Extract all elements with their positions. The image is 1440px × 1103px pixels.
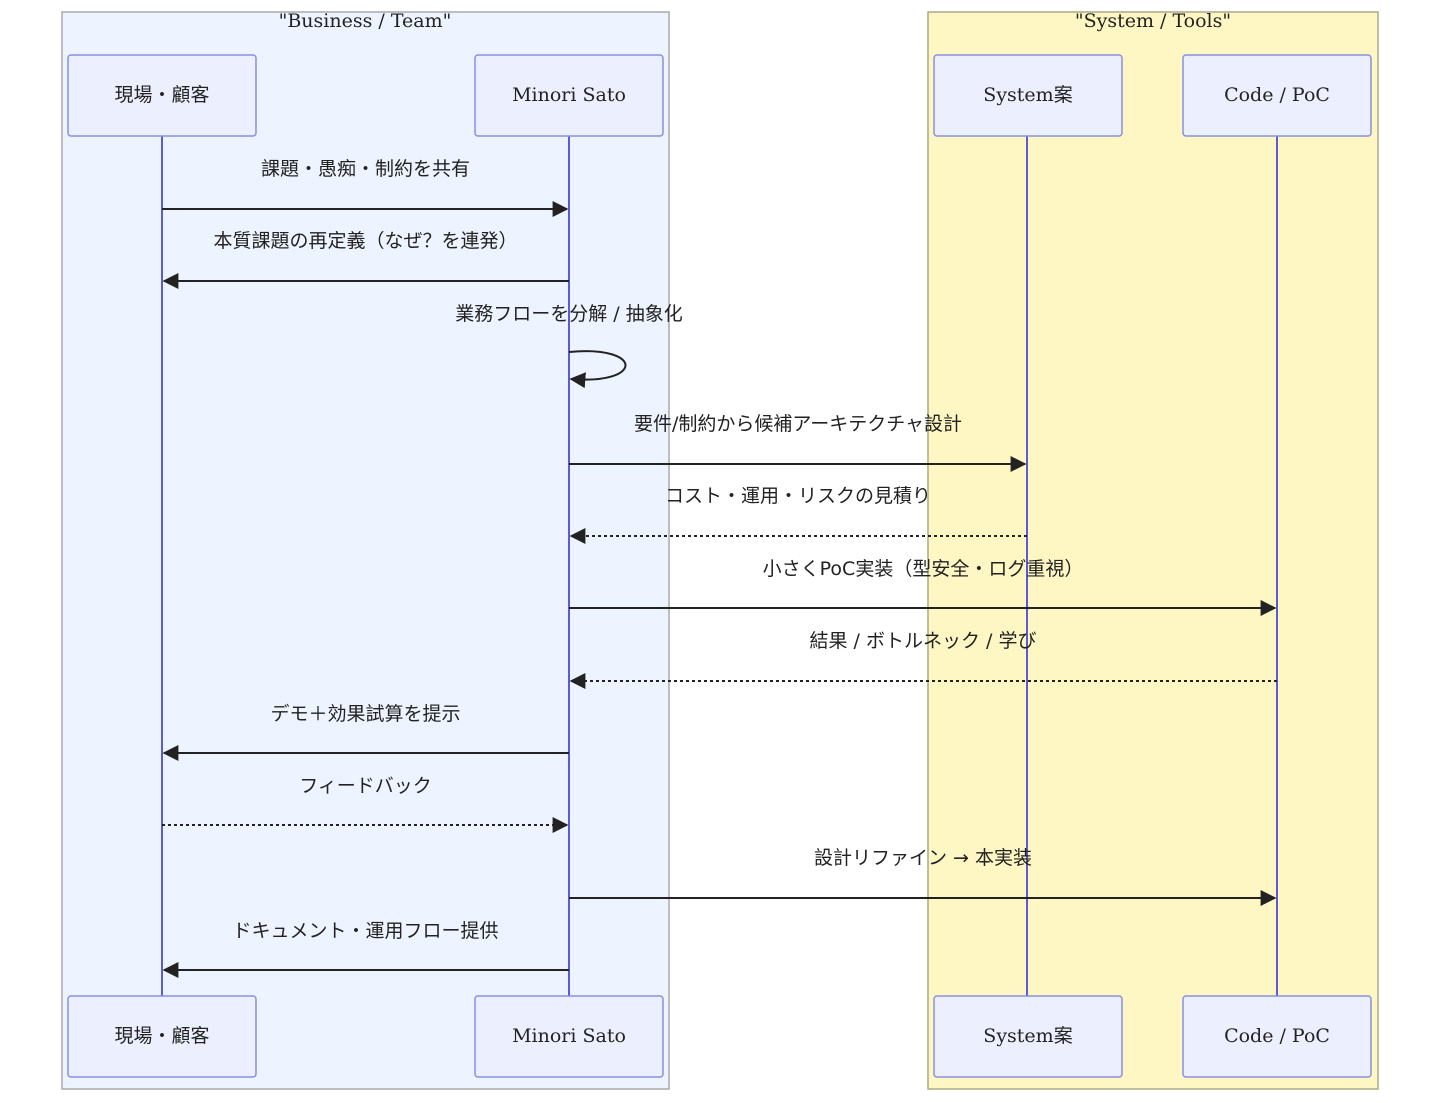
message-8: デモ＋効果試算を提示 <box>162 703 569 761</box>
actor-label: Code / PoC <box>1224 84 1330 106</box>
group-business-team: "Business / Team" <box>61 10 670 1090</box>
group-system-tools-box <box>927 11 1379 1090</box>
actor-box <box>67 995 257 1078</box>
message-label: 本質課題の再定義（なぜ？を連発） <box>213 230 517 252</box>
groups-layer: "Business / Team" "System / Tools" <box>61 10 1379 1090</box>
actor-label: System案 <box>983 1025 1072 1047</box>
actors-top: 現場・顧客 Minori Sato System案 Code / PoC <box>67 54 1372 137</box>
message-5: コスト・運用・リスクの見積り <box>569 485 1027 544</box>
actor-label: 現場・顧客 <box>114 84 209 106</box>
actor-box <box>1182 54 1372 137</box>
actor-box <box>1182 995 1372 1078</box>
actor-poc-top[interactable]: Code / PoC <box>1182 54 1372 137</box>
actor-box <box>67 54 257 137</box>
lifelines-layer <box>161 136 1278 996</box>
message-label: 設計リファイン → 本実装 <box>814 847 1032 869</box>
actor-poc-bottom[interactable]: Code / PoC <box>1182 995 1372 1078</box>
message-label: フィードバック <box>299 775 432 797</box>
message-label: 課題・愚痴・制約を共有 <box>261 158 470 180</box>
actor-minori-top[interactable]: Minori Sato <box>474 54 664 137</box>
actor-label: Code / PoC <box>1224 1025 1330 1047</box>
actor-box <box>933 995 1123 1078</box>
message-6: 小さくPoC実装（型安全・ログ重視） <box>569 558 1277 616</box>
actor-box <box>474 995 664 1078</box>
actors-bottom: 現場・顧客 Minori Sato System案 Code / PoC <box>67 995 1372 1078</box>
message-label: 要件/制約から候補アーキテクチャ設計 <box>634 413 962 435</box>
message-2: 本質課題の再定義（なぜ？を連発） <box>162 230 569 289</box>
actor-label: Minori Sato <box>512 84 626 106</box>
actor-label: System案 <box>983 84 1072 106</box>
actor-customer-top[interactable]: 現場・顧客 <box>67 54 257 137</box>
actor-box <box>474 54 664 137</box>
message-7: 結果 / ボトルネック / 学び <box>569 630 1277 689</box>
message-label: ドキュメント・運用フロー提供 <box>232 920 498 942</box>
message-1: 課題・愚痴・制約を共有 <box>162 158 569 217</box>
actor-box <box>933 54 1123 137</box>
actor-label: 現場・顧客 <box>114 1025 209 1047</box>
message-label: 業務フローを分解 / 抽象化 <box>455 303 682 325</box>
message-label: デモ＋効果試算を提示 <box>270 703 460 725</box>
message-label: 小さくPoC実装（型安全・ログ重視） <box>763 558 1084 580</box>
self-message-arrow <box>568 350 627 389</box>
actor-system-bottom[interactable]: System案 <box>933 995 1123 1078</box>
group-business-team-box <box>61 11 670 1090</box>
actor-minori-bottom[interactable]: Minori Sato <box>474 995 664 1078</box>
actor-customer-bottom[interactable]: 現場・顧客 <box>67 995 257 1078</box>
group-system-tools-title: "System / Tools" <box>1075 10 1231 32</box>
actor-system-top[interactable]: System案 <box>933 54 1123 137</box>
message-11: ドキュメント・運用フロー提供 <box>162 920 569 978</box>
message-4: 要件/制約から候補アーキテクチャ設計 <box>569 413 1027 472</box>
actor-label: Minori Sato <box>512 1025 626 1047</box>
message-10: 設計リファイン → 本実装 <box>569 847 1277 906</box>
message-9: フィードバック <box>162 775 569 833</box>
message-label: コスト・運用・リスクの見積り <box>665 485 931 507</box>
group-system-tools: "System / Tools" <box>927 10 1379 1090</box>
message-3: 業務フローを分解 / 抽象化 <box>455 303 683 389</box>
message-label: 結果 / ボトルネック / 学び <box>810 630 1037 652</box>
group-business-team-title: "Business / Team" <box>279 10 452 32</box>
